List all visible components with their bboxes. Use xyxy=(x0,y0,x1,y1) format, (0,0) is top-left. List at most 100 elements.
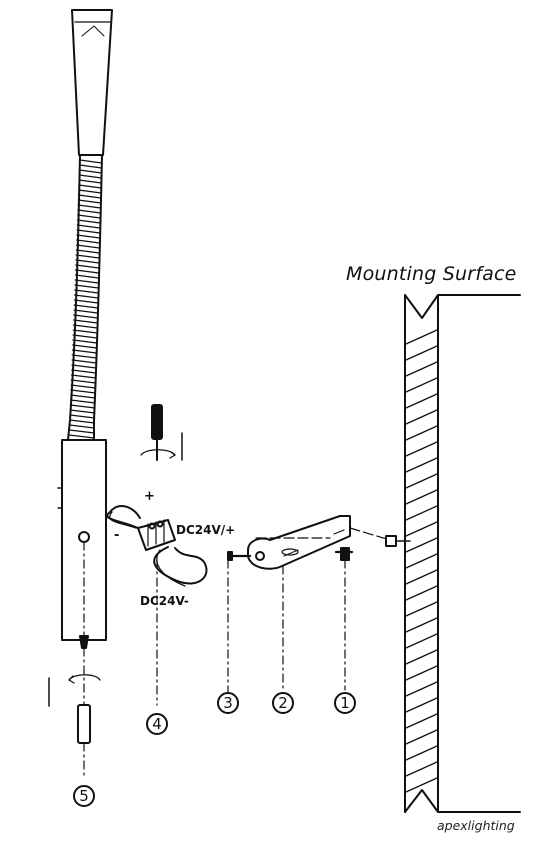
wall-hatch-line xyxy=(405,777,438,793)
coil-segment xyxy=(70,384,97,389)
wall-hatch-line xyxy=(405,601,438,617)
wall-hatch-line xyxy=(405,505,438,521)
coil-segment xyxy=(79,159,103,164)
wall-anchor xyxy=(385,535,411,547)
coil-segment xyxy=(70,379,97,384)
wall-hatch-line xyxy=(405,377,438,393)
callout-4: 4 xyxy=(146,713,168,735)
coil-segment xyxy=(76,219,101,224)
coil-segment xyxy=(76,234,101,239)
coil-segment xyxy=(68,434,95,439)
wall-hatch-line xyxy=(405,361,438,377)
gooseneck-arm xyxy=(67,154,103,441)
brand-watermark: apexlighting xyxy=(437,818,515,833)
screw-left xyxy=(227,551,252,691)
wall-hatch-line xyxy=(405,665,438,681)
coil-segment xyxy=(78,174,103,179)
coil-segment xyxy=(68,429,95,434)
coil-segment xyxy=(70,394,96,399)
wall-hatch-line xyxy=(405,537,438,553)
coil-segment xyxy=(72,339,98,344)
wall-hatch-line xyxy=(405,457,438,473)
coil-segment xyxy=(75,259,100,264)
coil-segment xyxy=(72,329,98,334)
wall-hatch-line xyxy=(405,633,438,649)
coil-segment xyxy=(73,304,99,309)
coil-segment xyxy=(77,214,101,219)
coil-segment xyxy=(73,294,99,299)
coil-segment xyxy=(71,364,97,369)
plus-sign: + xyxy=(144,489,155,504)
coil-segment xyxy=(68,424,96,429)
coil-segment xyxy=(73,314,99,319)
coil-segment xyxy=(73,319,98,324)
coil-segment xyxy=(71,349,98,354)
coil-segment xyxy=(77,199,102,204)
coil-segment xyxy=(74,269,100,274)
wall-hatch-line xyxy=(405,393,438,409)
coil-segment xyxy=(76,224,101,229)
wall-hatch-line xyxy=(405,473,438,489)
screwdriver xyxy=(140,404,183,461)
coil-segment xyxy=(73,309,99,314)
coil-segment xyxy=(77,204,102,209)
wall-hatch-line xyxy=(405,697,438,713)
coil-segment xyxy=(69,399,96,404)
coil-segment xyxy=(69,409,96,414)
coil-segment xyxy=(75,244,101,249)
wall-hatch-line xyxy=(405,345,438,361)
lamp-base-housing xyxy=(57,439,107,641)
coil-segment xyxy=(76,229,101,234)
wall-hatch-line xyxy=(405,761,438,777)
coil-segment xyxy=(74,274,100,279)
wall-hatch-line xyxy=(405,745,438,761)
set-screw xyxy=(48,635,101,707)
coil-segment xyxy=(77,209,102,214)
screw-right xyxy=(334,547,354,691)
wall-hatch-line xyxy=(405,569,438,585)
mounting-bracket xyxy=(247,515,391,691)
coil-segment xyxy=(75,254,100,259)
wall-hatch-line xyxy=(405,553,438,569)
coil-segment xyxy=(75,264,100,269)
negative-terminal-label: DC24V- xyxy=(140,594,189,608)
lamp-head xyxy=(71,9,113,156)
terminal-block xyxy=(106,505,208,706)
coil-segment xyxy=(78,179,102,184)
wall-hatch-line xyxy=(405,649,438,665)
coil-segment xyxy=(69,414,96,419)
hex-key-tool xyxy=(77,704,91,776)
coil-segment xyxy=(76,239,101,244)
wall-hatch-line xyxy=(405,521,438,537)
coil-segment xyxy=(78,169,103,174)
coil-segment xyxy=(70,374,97,379)
wall-hatch-line xyxy=(405,585,438,601)
coil-segment xyxy=(69,419,96,424)
callout-1: 1 xyxy=(334,692,356,714)
coil-segment xyxy=(74,279,100,284)
coil-segment xyxy=(71,354,97,359)
wall-hatch-line xyxy=(405,489,438,505)
coil-segment xyxy=(71,369,97,374)
positive-terminal-label: DC24V/+ xyxy=(176,523,236,537)
coil-segment xyxy=(71,359,97,364)
coil-segment xyxy=(78,189,102,194)
minus-sign: - xyxy=(114,528,120,543)
coil-segment xyxy=(73,299,99,304)
callout-5: 5 xyxy=(73,785,95,807)
wall-hatch-line xyxy=(405,617,438,633)
coil-segment xyxy=(69,404,96,409)
wall-hatch-line xyxy=(405,329,438,345)
coil-segment xyxy=(74,284,99,289)
callout-3: 3 xyxy=(217,692,239,714)
coil-segment xyxy=(79,164,103,169)
wall-hatch-line xyxy=(405,729,438,745)
coil-segment xyxy=(77,194,102,199)
wall-hatch-line xyxy=(405,409,438,425)
wall-hatch-line xyxy=(405,713,438,729)
mounting-surface-label: Mounting Surface xyxy=(346,263,517,285)
coil-segment xyxy=(74,289,99,294)
coil-segment xyxy=(75,249,100,254)
